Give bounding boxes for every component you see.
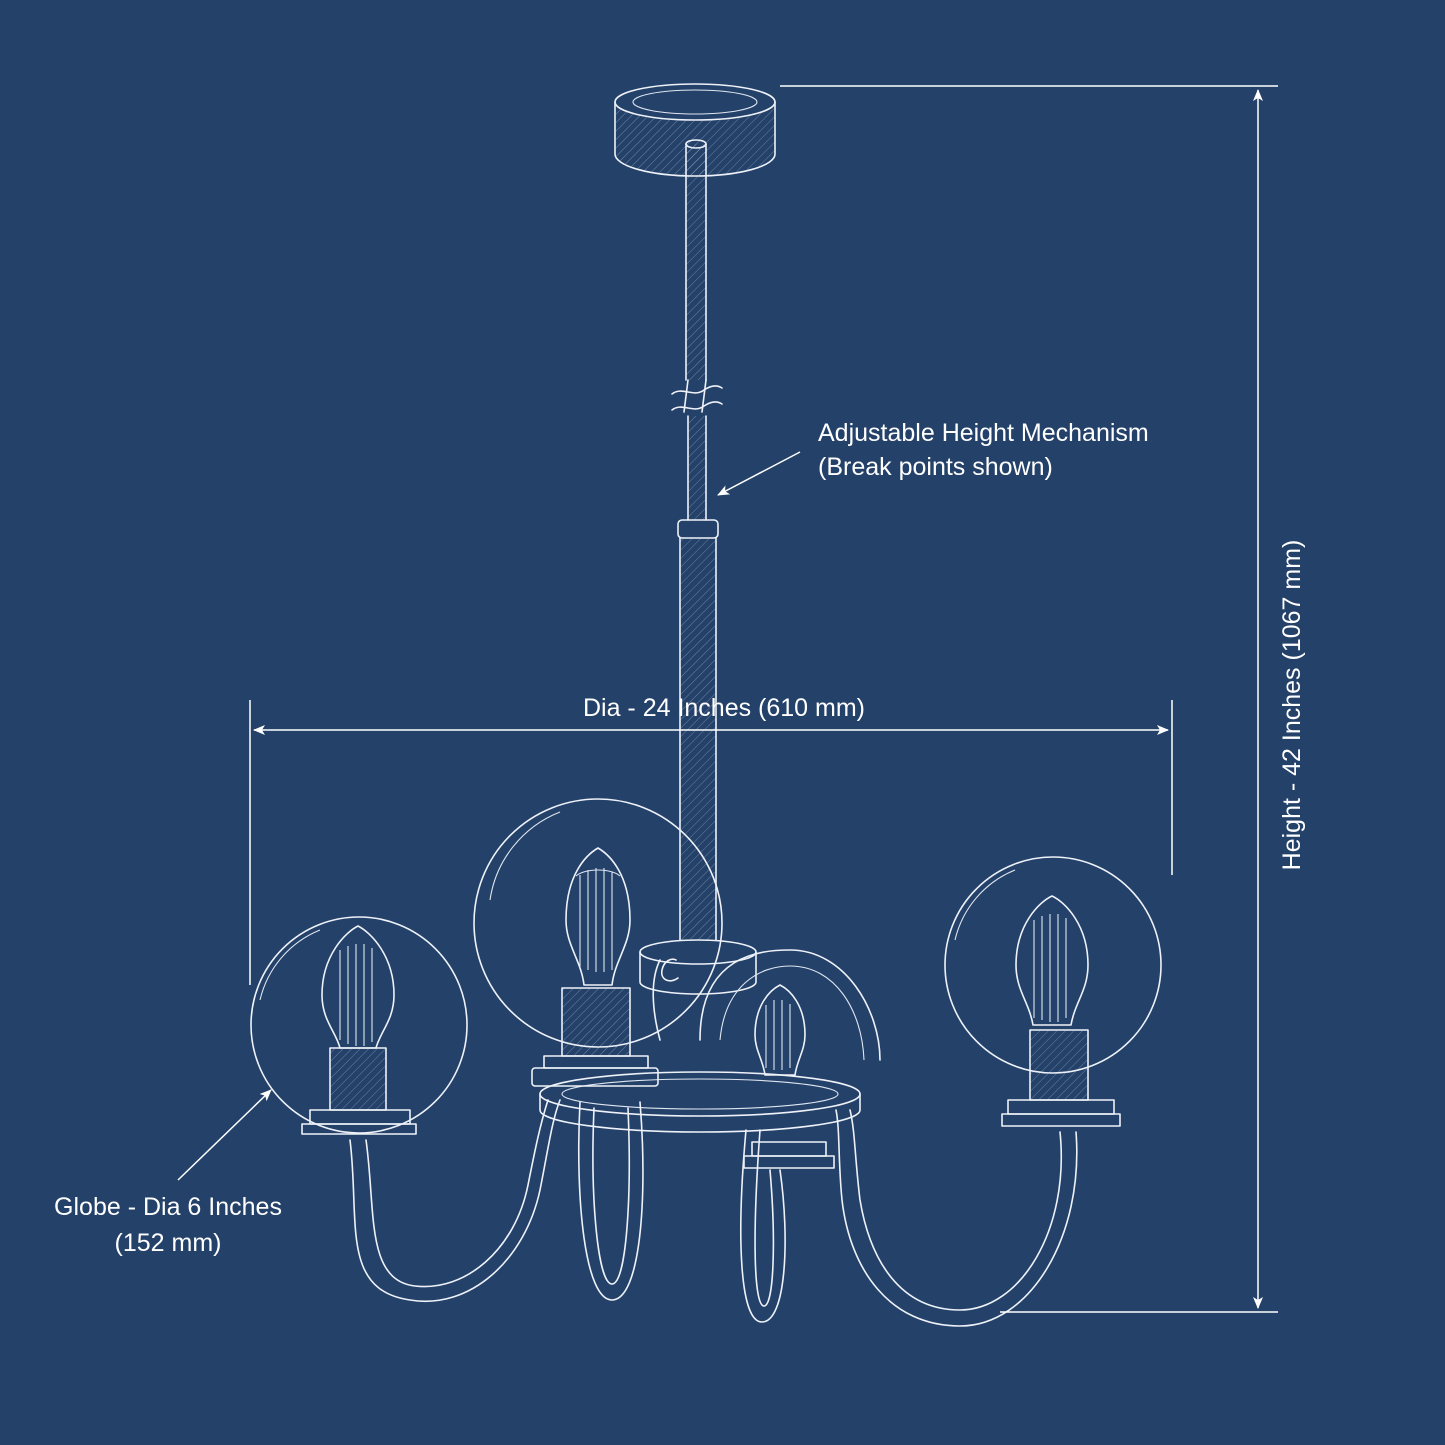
down-rod-upper [685,139,707,381]
height-mechanism-label-line2: (Break points shown) [818,453,1053,481]
ceiling-canopy [614,83,776,177]
height-dimension [780,85,1278,1313]
diameter-label: Dia - 24 Inches (610 mm) [583,694,865,722]
globe-left [250,916,561,1303]
globe-center-right [699,949,881,1323]
globe-label-line2: (152 mm) [115,1229,222,1257]
globe-center-left [473,798,723,1301]
diameter-dimension [249,700,1173,985]
down-rod-lower [677,415,719,941]
globe-leader [177,1089,272,1181]
height-label: Height - 42 Inches (1067 mm) [1278,540,1306,871]
height-mechanism-leader [717,451,801,496]
globe-right [835,856,1162,1327]
bulb-center-left [565,847,631,986]
bulb-center-right [754,984,806,1076]
break-point-symbol [671,379,723,413]
bulb-right [1015,895,1089,1026]
lower-ring [539,1071,861,1133]
globe-label-line1: Globe - Dia 6 Inches [54,1193,282,1221]
height-mechanism-label-line1: Adjustable Height Mechanism [818,419,1149,447]
